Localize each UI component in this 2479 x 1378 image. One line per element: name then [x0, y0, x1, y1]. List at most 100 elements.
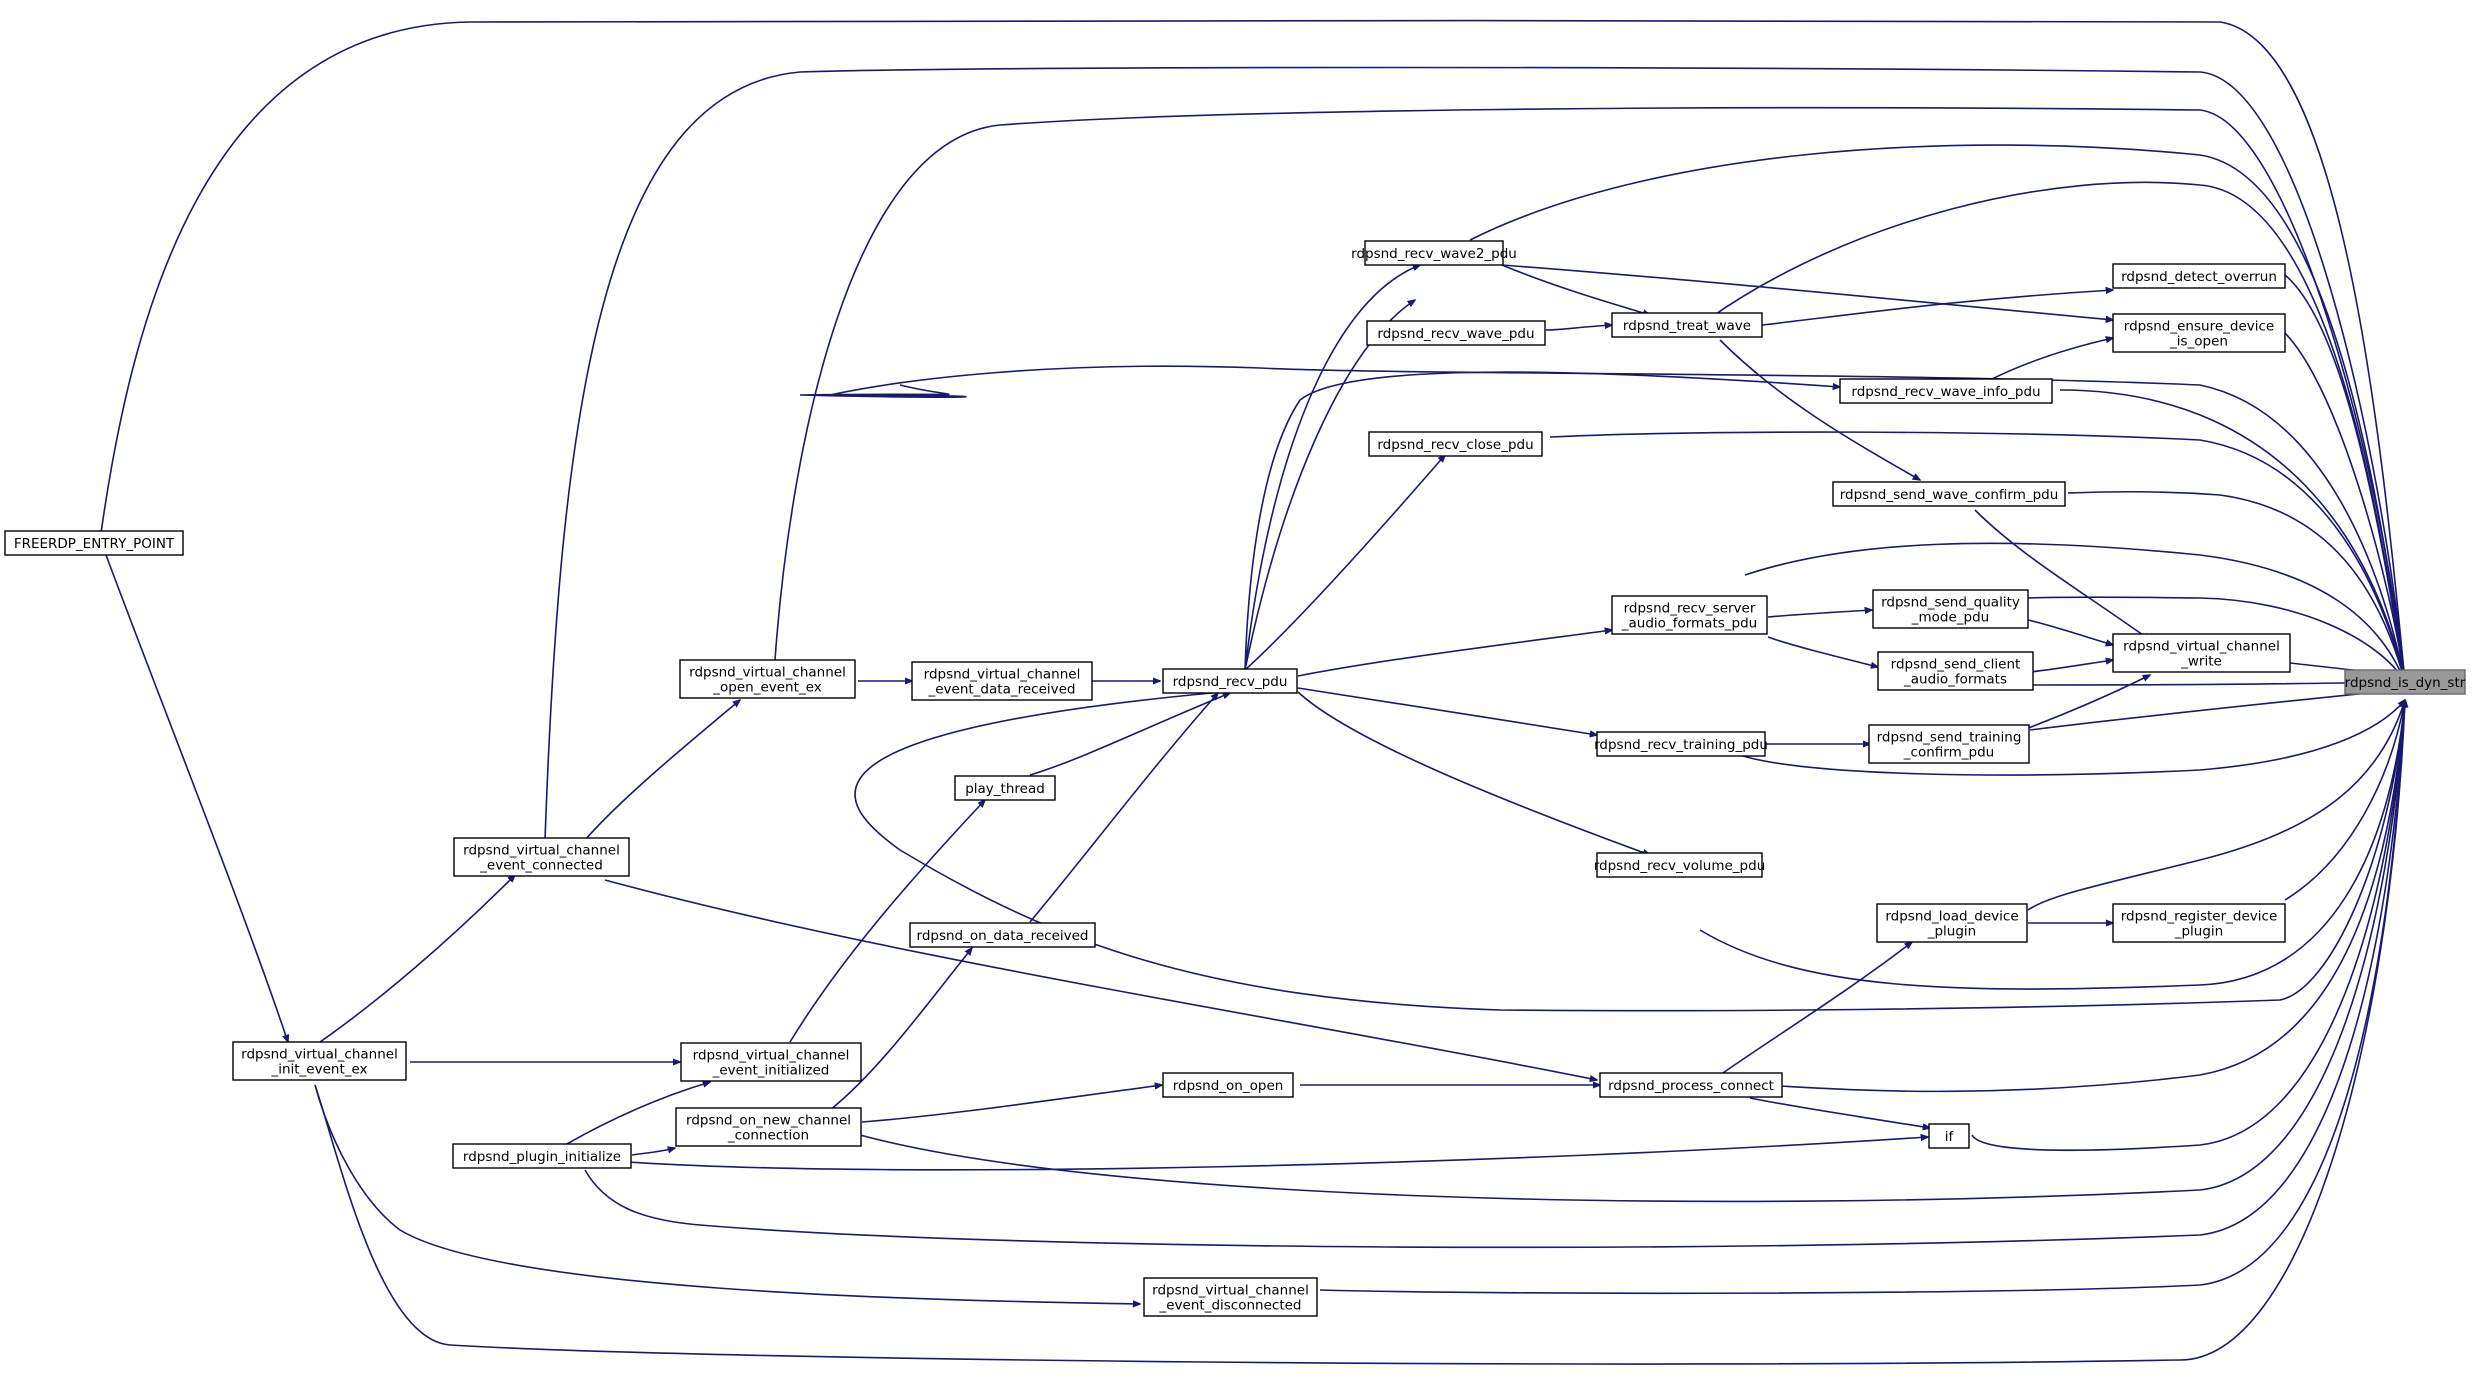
node-rdpsnd-send-wave-confirm-pdu[interactable]: rdpsnd_send_wave_confirm_pdu	[1832, 481, 2066, 507]
node-rdpsnd-process-connect[interactable]: rdpsnd_process_connect	[1599, 1072, 1783, 1098]
node-rdpsnd-recv-wave2-pdu[interactable]: rdpsnd_recv_wave2_pdu	[1351, 240, 1517, 266]
node-label: rdpsnd_virtual_channel	[463, 843, 620, 859]
node-rdpsnd-send-quality-mode-pdu[interactable]: rdpsnd_send_quality_mode_pdu	[1872, 589, 2029, 629]
node-label: rdpsnd_send_wave_confirm_pdu	[1840, 487, 2059, 503]
node-play-thread[interactable]: play_thread	[954, 775, 1056, 801]
node-box	[1832, 481, 2066, 507]
edge-loaddev-dyn	[2027, 700, 2405, 911]
edge-if-dyn	[1971, 700, 2405, 1151]
node-box	[1143, 1277, 1318, 1317]
node-label: rdpsnd_is_dyn_str	[2345, 675, 2466, 691]
node-label: rdpsnd_recv_pdu	[1173, 674, 1288, 690]
node-box	[2112, 633, 2291, 673]
node-rdpsnd-on-open[interactable]: rdpsnd_on_open	[1162, 1072, 1294, 1098]
node-rdpsnd-recv-pdu[interactable]: rdpsnd_recv_pdu	[1162, 668, 1298, 694]
edge-init-dyn	[314, 700, 2405, 1365]
node-box	[453, 837, 630, 877]
node-rdpsnd-recv-training-pdu[interactable]: rdpsnd_recv_training_pdu	[1594, 731, 1768, 757]
edge-connected-init	[319, 875, 515, 1043]
node-layer: rdpsnd_is_dyn_strFREERDP_ENTRY_POINTrdps…	[4, 240, 2466, 1317]
node-box	[1611, 595, 1768, 635]
node-rdpsnd-recv-wave-pdu[interactable]: rdpsnd_recv_wave_pdu	[1366, 320, 1546, 346]
edge-close-recvpdu	[1244, 455, 1445, 671]
node-label: _connection	[727, 1128, 809, 1144]
node-label: rdpsnd_virtual_channel	[241, 1047, 398, 1063]
node-rdpsnd-recv-volume-pdu[interactable]: rdpsnd_recv_volume_pdu	[1594, 852, 1766, 878]
edge-if-pluginit	[627, 1137, 1928, 1171]
node-box	[2112, 313, 2286, 353]
edge-client-formats	[1767, 636, 1878, 667]
node-rdpsnd-virtual-channel-event-connected[interactable]: rdpsnd_virtual_channel_event_connected	[453, 837, 630, 877]
node-box	[232, 1041, 407, 1081]
node-label: rdpsnd_on_open	[1173, 1078, 1284, 1094]
node-rdpsnd-plugin-initialize[interactable]: rdpsnd_plugin_initialize	[452, 1143, 632, 1169]
node-rdpsnd-recv-close-pdu[interactable]: rdpsnd_recv_close_pdu	[1368, 431, 1543, 457]
edge-recvpdu-play	[1029, 692, 1230, 776]
node-rdpsnd-treat-wave[interactable]: rdpsnd_treat_wave	[1611, 312, 1763, 338]
node-box	[1596, 852, 1763, 878]
node-if[interactable]: if	[1928, 1123, 1970, 1149]
node-label: _open_event_ex	[712, 680, 821, 696]
node-label: rdpsnd_recv_close_pdu	[1377, 437, 1533, 453]
node-box	[1872, 589, 2029, 629]
node-label: _write	[2180, 654, 2222, 670]
node-rdpsnd-virtual-channel-event-disconnected[interactable]: rdpsnd_virtual_channel_event_disconnecte…	[1143, 1277, 1318, 1317]
edge-wave2-recvpdu	[1244, 265, 1420, 671]
edge-play-initialized	[789, 800, 985, 1043]
node-rdpsnd-is-dyn-str[interactable]: rdpsnd_is_dyn_str	[2344, 669, 2466, 695]
node-rdpsnd-recv-wave-info-pdu[interactable]: rdpsnd_recv_wave_info_pdu	[1839, 378, 2053, 404]
edge-recvpdu-dyn-lower	[854, 689, 2405, 1012]
edge-disconn-dyn	[1319, 700, 2405, 1295]
node-rdpsnd-send-training-confirm-pdu[interactable]: rdpsnd_send_training_confirm_pdu	[1868, 724, 2030, 764]
edge-ensure-wave2	[1501, 264, 2113, 320]
node-rdpsnd-virtual-channel-open-event-ex[interactable]: rdpsnd_virtual_channel_open_event_ex	[679, 659, 856, 699]
node-label: _event_disconnected	[1159, 1298, 1302, 1314]
node-rdpsnd-register-device-plugin[interactable]: rdpsnd_register_device_plugin	[2112, 903, 2286, 943]
node-rdpsnd-ensure-device-is-open[interactable]: rdpsnd_ensure_device_is_open	[2112, 313, 2286, 353]
node-label: FREERDP_ENTRY_POINT	[14, 536, 175, 552]
node-rdpsnd-on-new-channel-connection[interactable]: rdpsnd_on_new_channel_connection	[675, 1107, 862, 1147]
node-box	[1599, 1072, 1783, 1098]
node-rdpsnd-virtual-channel-event-data-received[interactable]: rdpsnd_virtual_channel_event_data_receiv…	[911, 661, 1093, 701]
edge-onopen-newconn	[861, 1085, 1162, 1123]
node-rdpsnd-detect-overrun[interactable]: rdpsnd_detect_overrun	[2112, 263, 2286, 289]
node-label: _init_event_ex	[270, 1062, 367, 1078]
node-label: rdpsnd_ensure_device	[2124, 319, 2274, 335]
node-label: rdpsnd_virtual_channel	[2123, 639, 2280, 655]
node-box	[2112, 263, 2286, 289]
node-label: rdpsnd_register_device	[2121, 909, 2278, 925]
node-rdpsnd-virtual-channel-write[interactable]: rdpsnd_virtual_channel_write	[2112, 633, 2291, 673]
node-rdpsnd-virtual-channel-event-initialized[interactable]: rdpsnd_virtual_channel_event_initialized	[680, 1042, 862, 1082]
node-box	[1928, 1123, 1970, 1149]
node-box	[680, 1042, 862, 1082]
edge-pluginit-dyn	[584, 700, 2405, 1249]
edge-confirm-treat	[1719, 339, 1920, 480]
node-rdpsnd-recv-server-audio-formats-pdu[interactable]: rdpsnd_recv_server_audio_formats_pdu	[1611, 595, 1768, 635]
node-box	[1877, 651, 2034, 691]
node-rdpsnd-on-data-received[interactable]: rdpsnd_on_data_received	[909, 922, 1096, 948]
node-label: _audio_formats	[1903, 672, 2007, 688]
node-box	[1368, 431, 1543, 457]
node-box	[1162, 1072, 1294, 1098]
edge-overrun-treat	[1761, 290, 2113, 326]
edge-write-quality	[2027, 619, 2113, 645]
node-rdpsnd-send-client-audio-formats[interactable]: rdpsnd_send_client_audio_formats	[1877, 651, 2034, 691]
node-box	[2112, 903, 2286, 943]
node-label: _confirm_pdu	[1903, 745, 1994, 761]
node-freerdp-entry-point[interactable]: FREERDP_ENTRY_POINT	[4, 530, 184, 556]
node-label: _event_connected	[479, 858, 603, 874]
edge-recvpdu-dyn-upper	[799, 365, 2405, 682]
node-rdpsnd-load-device-plugin[interactable]: rdpsnd_load_device_plugin	[1876, 903, 2028, 943]
node-box	[1596, 731, 1766, 757]
edge-connected-dyn	[544, 66, 2405, 841]
edge-confirm-dyn	[2067, 490, 2405, 682]
node-rdpsnd-virtual-channel-init-event-ex[interactable]: rdpsnd_virtual_channel_init_event_ex	[232, 1041, 407, 1081]
node-box	[1162, 668, 1298, 694]
edge-close-dyn	[1549, 431, 2405, 682]
node-label: rdpsnd_on_data_received	[917, 928, 1089, 944]
edge-ondata-newconn	[829, 948, 972, 1111]
node-label: rdpsnd_send_quality	[1881, 595, 2020, 611]
node-label: rdpsnd_plugin_initialize	[463, 1149, 621, 1165]
edge-volume-recvpdu	[1297, 691, 1650, 855]
